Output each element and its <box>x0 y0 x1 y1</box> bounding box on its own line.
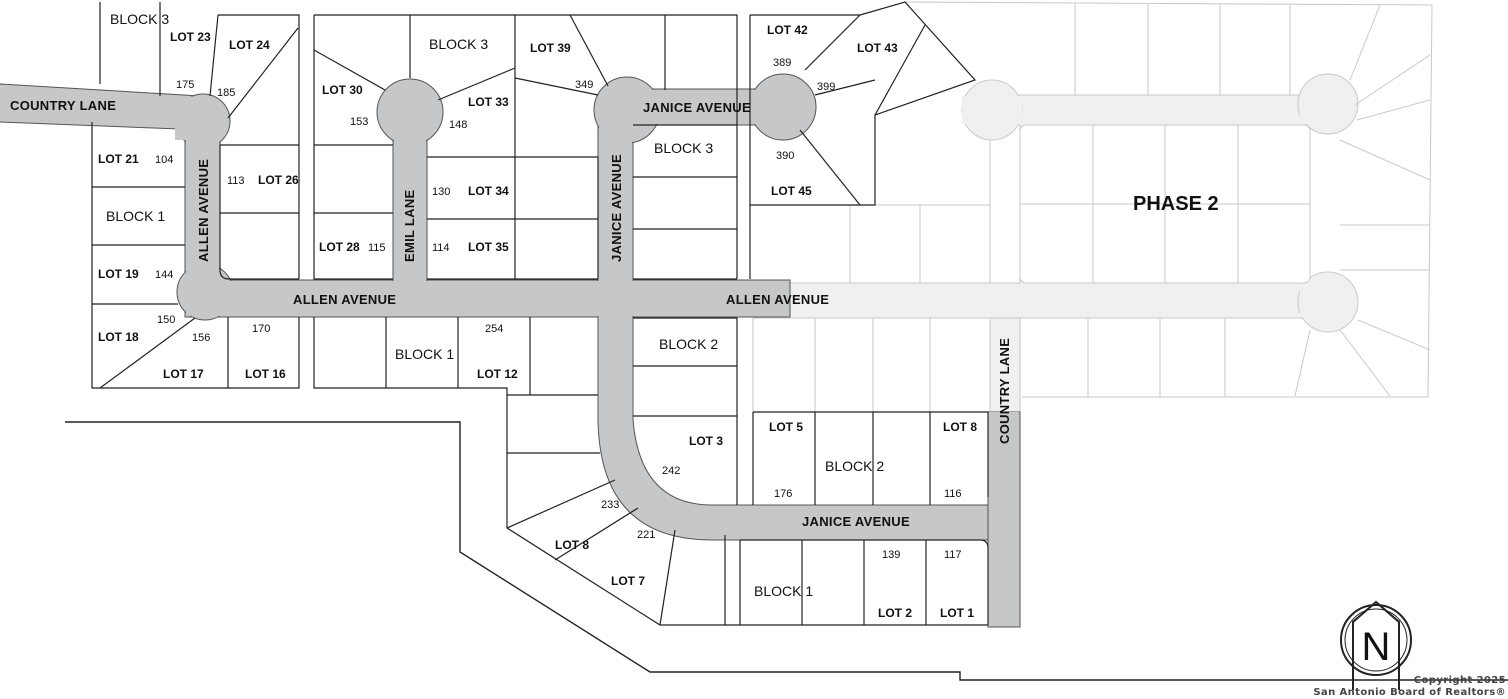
lot-label: LOT 12 <box>477 367 518 381</box>
lot-lines <box>65 1 1508 681</box>
block-labels: PHASE 2 BLOCK 3 BLOCK 1 BLOCK 3 BLOCK 3 … <box>106 11 1219 599</box>
lot-label: LOT 23 <box>170 30 211 44</box>
address-number: 144 <box>155 269 173 281</box>
address-number: 139 <box>882 549 900 561</box>
lot-labels: LOT 23 LOT 24 LOT 21 LOT 26 LOT 19 LOT 1… <box>98 23 977 620</box>
copyright-line-1: Copyright 2025 <box>1413 675 1506 686</box>
lot-label: LOT 19 <box>98 267 139 281</box>
copyright-notice: Copyright 2025 San Antonio Board of Real… <box>1313 675 1506 699</box>
address-number: 148 <box>449 119 467 131</box>
street-label-janice-avenue-vertical: JANICE AVENUE <box>609 154 624 262</box>
block-label: BLOCK 1 <box>754 583 813 599</box>
address-number: 242 <box>662 465 680 477</box>
lot-label: LOT 7 <box>611 574 645 588</box>
lot-label: LOT 16 <box>245 367 286 381</box>
lot-label: LOT 8 <box>555 538 589 552</box>
address-number: 153 <box>350 116 368 128</box>
phase-2-label: PHASE 2 <box>1133 193 1219 215</box>
lot-label: LOT 30 <box>322 83 363 97</box>
address-number: 115 <box>368 242 386 254</box>
block-label: BLOCK 2 <box>659 336 718 352</box>
lot-label: LOT 24 <box>229 38 270 52</box>
address-number: 175 <box>176 79 194 91</box>
address-number: 116 <box>944 488 962 500</box>
address-number: 113 <box>227 175 245 187</box>
address-number: 185 <box>217 87 235 99</box>
lot-label: LOT 43 <box>857 41 898 55</box>
street-label-allen-avenue-west: ALLEN AVENUE <box>293 292 396 307</box>
address-labels: 175 185 104 113 144 150 156 170 153 148 … <box>155 57 962 561</box>
lot-label: LOT 21 <box>98 152 139 166</box>
address-number: 104 <box>155 154 173 166</box>
address-number: 254 <box>485 323 503 335</box>
address-number: 170 <box>252 323 270 335</box>
north-arrow-icon: N <box>1340 600 1412 690</box>
lot-label: LOT 5 <box>769 420 803 434</box>
phase-2-area <box>752 1 1433 414</box>
north-arrow-letter: N <box>1362 625 1391 669</box>
street-label-emil-lane: EMIL LANE <box>402 189 417 262</box>
address-number: 399 <box>817 81 835 93</box>
address-number: 117 <box>944 549 962 561</box>
lot-label: LOT 26 <box>258 173 299 187</box>
block-label: BLOCK 1 <box>395 346 454 362</box>
address-number: 114 <box>432 242 450 254</box>
address-number: 389 <box>773 57 791 69</box>
street-label-allen-avenue-east: ALLEN AVENUE <box>726 292 829 307</box>
address-number: 390 <box>776 150 794 162</box>
roads <box>0 73 1021 628</box>
address-number: 233 <box>601 499 619 511</box>
lot-label: LOT 35 <box>468 240 509 254</box>
lot-label: LOT 34 <box>468 184 509 198</box>
lot-label: LOT 1 <box>940 606 974 620</box>
address-number: 176 <box>774 488 792 500</box>
address-number: 156 <box>192 332 210 344</box>
lot-label: LOT 28 <box>319 240 360 254</box>
lot-label: LOT 8 <box>943 420 977 434</box>
street-label-janice-avenue-top: JANICE AVENUE <box>643 100 751 115</box>
address-number: 349 <box>575 79 593 91</box>
copyright-line-2: San Antonio Board of Realtors® <box>1313 687 1506 698</box>
block-label: BLOCK 3 <box>429 36 488 52</box>
block-label: BLOCK 2 <box>825 458 884 474</box>
lot-label: LOT 2 <box>878 606 912 620</box>
lot-label: LOT 17 <box>163 367 204 381</box>
lot-label: LOT 33 <box>468 95 509 109</box>
block-label: BLOCK 3 <box>110 11 169 27</box>
street-label-country-lane-east: COUNTRY LANE <box>997 338 1012 444</box>
address-number: 221 <box>637 529 655 541</box>
address-number: 130 <box>432 186 450 198</box>
lot-label: LOT 18 <box>98 330 139 344</box>
street-label-janice-avenue-bottom: JANICE AVENUE <box>802 514 910 529</box>
block-label: BLOCK 1 <box>106 208 165 224</box>
street-label-country-lane-west: COUNTRY LANE <box>10 98 116 113</box>
block-label: BLOCK 3 <box>654 140 713 156</box>
lot-label: LOT 39 <box>530 41 571 55</box>
lot-label: LOT 42 <box>767 23 808 37</box>
street-label-allen-avenue-vertical: ALLEN AVENUE <box>196 159 211 262</box>
lot-label: LOT 3 <box>689 434 723 448</box>
lot-label: LOT 45 <box>771 184 812 198</box>
street-labels: COUNTRY LANE ALLEN AVENUE ALLEN AVENUE A… <box>10 98 1012 529</box>
address-number: 150 <box>157 314 175 326</box>
